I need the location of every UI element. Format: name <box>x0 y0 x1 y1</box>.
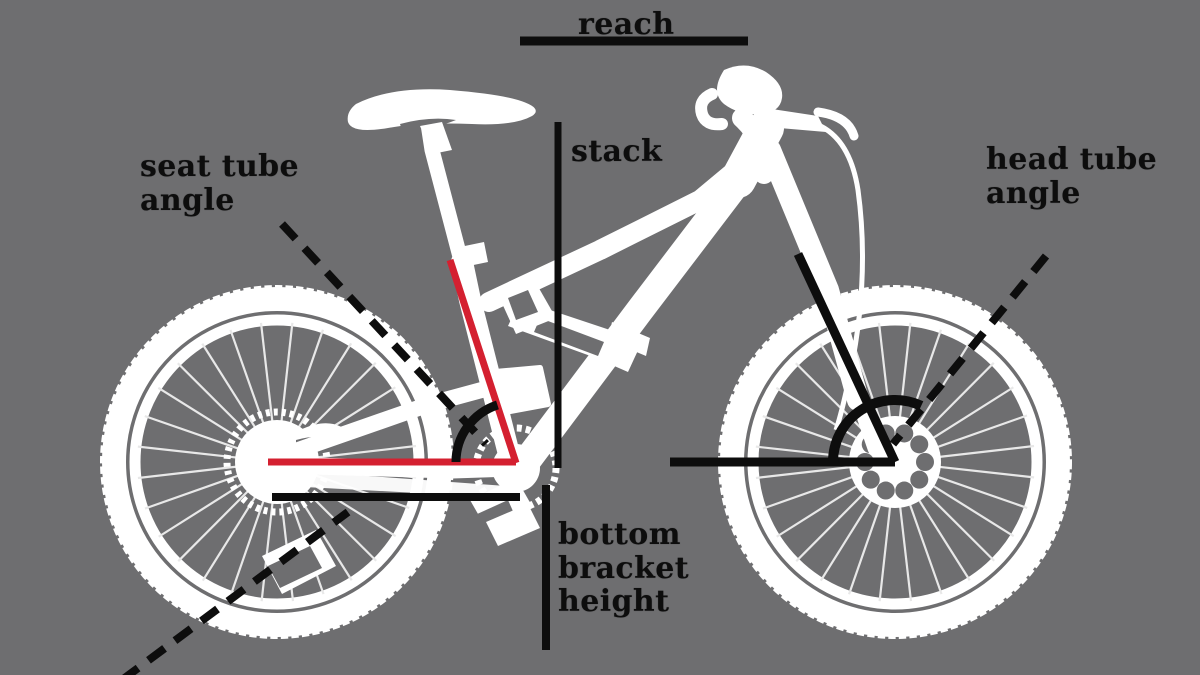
spoke <box>306 480 400 540</box>
spoke <box>228 495 267 599</box>
rotor-vent <box>895 481 914 500</box>
handlebar-grip <box>717 65 783 115</box>
label-head-tube-angle: head tube angle <box>986 142 1158 211</box>
label-bottom-bracket-height: bottom bracket height <box>558 517 690 620</box>
label-reach: reach <box>578 7 675 42</box>
spoke <box>924 480 1018 540</box>
spoke <box>259 322 274 427</box>
spoke <box>817 491 877 585</box>
spoke <box>755 465 860 480</box>
rotor-vent <box>910 470 929 489</box>
cockpit <box>695 65 865 431</box>
spoke <box>228 325 267 429</box>
rear-pedal-cutout <box>268 546 322 588</box>
seat-tube-leader <box>279 221 489 447</box>
crank-cutout <box>464 500 516 538</box>
spoke <box>928 413 1032 452</box>
spoke <box>199 339 259 433</box>
spoke <box>287 325 326 429</box>
spoke <box>279 322 294 427</box>
bottom-bracket-leader <box>122 508 351 675</box>
spoke <box>140 472 244 511</box>
spoke <box>758 472 862 511</box>
spoke <box>154 384 248 444</box>
spoke <box>755 445 860 460</box>
spoke <box>137 445 242 460</box>
rocker-cutout <box>508 290 538 320</box>
spoke <box>301 359 380 438</box>
seatstay <box>273 377 508 464</box>
cable-housing <box>813 107 859 141</box>
measurement-annotations <box>122 36 1050 675</box>
spoke <box>140 413 244 452</box>
brake-cable <box>799 117 865 431</box>
saddle-rails <box>420 122 452 154</box>
saddle-cutout <box>400 118 456 130</box>
rear-shock-cutout <box>534 318 604 356</box>
head-tube-angle-tube <box>793 252 900 464</box>
spoke <box>758 413 862 452</box>
spoke <box>792 359 871 438</box>
saddle-shell <box>347 89 536 130</box>
spoke <box>898 497 913 602</box>
handlebar <box>752 106 826 132</box>
spoke <box>174 486 253 565</box>
rear-suspension <box>496 276 650 372</box>
spoke <box>913 491 973 585</box>
spoke <box>295 339 355 433</box>
spoke <box>174 359 253 438</box>
chainstay <box>270 456 521 479</box>
spoke <box>792 486 871 565</box>
spoke <box>772 384 866 444</box>
head-tube-angle-arc <box>828 395 924 463</box>
pedal <box>486 504 540 546</box>
spoke <box>930 464 1035 479</box>
spoke <box>199 491 259 585</box>
spoke <box>897 322 912 427</box>
spoke <box>919 486 998 565</box>
rotor-vent <box>910 435 929 454</box>
spoke <box>260 497 275 602</box>
spoke <box>924 384 1018 444</box>
label-stack: stack <box>571 134 663 169</box>
spoke <box>928 472 1032 511</box>
brake-lever <box>695 88 728 131</box>
spoke <box>878 497 893 602</box>
seat-tube-angle-tube <box>446 258 520 465</box>
spoke <box>877 322 892 427</box>
seat-tube-angle-arc <box>451 400 500 463</box>
rotor-vent <box>916 453 934 471</box>
spoke <box>295 491 355 585</box>
spoke <box>154 480 248 540</box>
saddle <box>347 89 536 154</box>
spoke <box>846 495 885 599</box>
spoke <box>312 444 417 459</box>
spoke <box>930 444 1035 459</box>
shock-eyelet <box>608 322 650 356</box>
chain-lower <box>286 470 512 498</box>
head-tube-leader <box>889 253 1050 447</box>
drivetrain <box>262 424 560 594</box>
label-seat-tube-angle: seat tube angle <box>140 149 300 218</box>
stem <box>732 108 775 184</box>
spoke <box>772 480 866 540</box>
spoke <box>905 495 944 599</box>
rotor-vent <box>861 470 880 489</box>
spoke <box>919 359 998 438</box>
spoke <box>137 465 242 480</box>
rotor-vent <box>876 481 895 500</box>
seatpost-clamp <box>455 242 488 268</box>
spoke <box>905 325 944 429</box>
